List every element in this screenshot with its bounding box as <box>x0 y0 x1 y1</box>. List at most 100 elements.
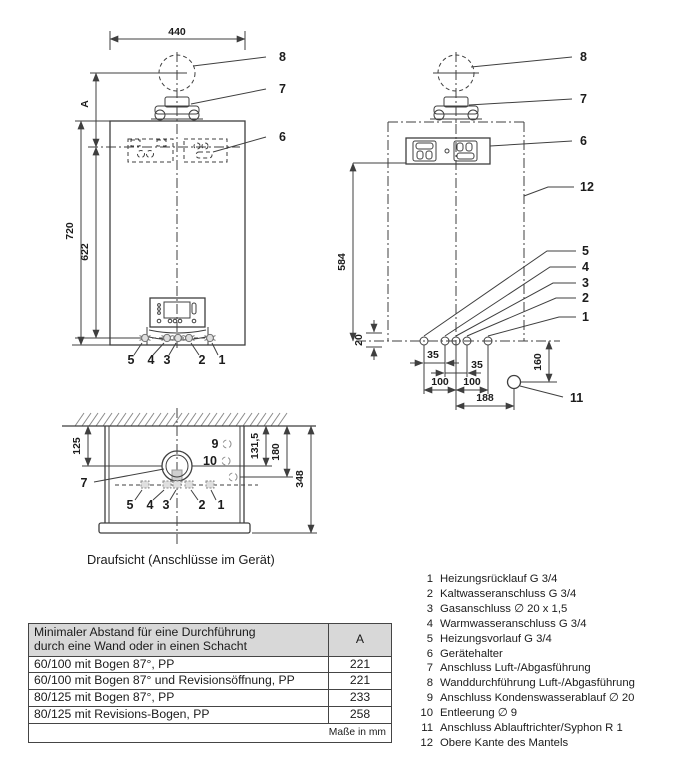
table-row: 60/100 mit Bogen 87° und Revisionsöffnun… <box>28 672 392 691</box>
table-header-a: A <box>328 623 392 657</box>
technical-drawing: 440 A 622 720 <box>62 26 594 545</box>
dim-100-right: 100 <box>455 376 489 394</box>
dim-720: 720 <box>64 120 85 346</box>
table-row: 60/100 mit Bogen 87°, PP 221 <box>28 655 392 674</box>
svg-text:35: 35 <box>471 359 483 371</box>
bracket-hidden <box>127 138 228 163</box>
svg-text:2: 2 <box>582 291 589 305</box>
top-bottom-callouts: 5 4 3 2 1 <box>127 489 225 512</box>
svg-text:5: 5 <box>128 353 135 367</box>
svg-text:100: 100 <box>431 376 449 388</box>
svg-text:A: A <box>79 100 91 108</box>
svg-text:180: 180 <box>270 443 282 461</box>
casing-top-outline <box>98 426 251 534</box>
svg-text:2: 2 <box>199 353 206 367</box>
svg-text:8: 8 <box>580 50 587 64</box>
dim-125: 125 <box>71 425 92 467</box>
table-footer-row: Maße in mm <box>28 722 392 743</box>
svg-text:100: 100 <box>463 376 481 388</box>
svg-text:125: 125 <box>71 437 83 455</box>
svg-text:584: 584 <box>336 253 348 271</box>
svg-text:440: 440 <box>168 26 186 38</box>
dim-348: 348 <box>252 425 317 534</box>
top-connection-stubs <box>140 480 215 489</box>
svg-text:4: 4 <box>147 498 154 512</box>
table-row: 80/125 mit Bogen 87°, PP 233 <box>28 689 392 707</box>
svg-text:10: 10 <box>203 454 217 468</box>
dim-100-left: 100 <box>423 376 457 394</box>
boiler-casing-front <box>109 120 246 346</box>
svg-text:2: 2 <box>199 498 206 512</box>
dim-188: 188 <box>455 392 515 410</box>
panel-slot <box>191 302 197 315</box>
svg-text:7: 7 <box>580 92 587 106</box>
svg-text:1: 1 <box>218 498 225 512</box>
front-right-callouts: 8 7 6 <box>190 50 286 153</box>
svg-text:188: 188 <box>476 392 494 404</box>
svg-text:35: 35 <box>427 349 439 361</box>
svg-text:3: 3 <box>163 498 170 512</box>
top-callout-7: 7 <box>81 468 165 490</box>
svg-text:7: 7 <box>81 476 88 490</box>
svg-text:6: 6 <box>580 134 587 148</box>
svg-text:4: 4 <box>582 260 589 274</box>
svg-text:1: 1 <box>219 353 226 367</box>
dim-35-left: 35 <box>410 349 459 367</box>
front-panel-edge <box>98 522 251 534</box>
casing-outline-hidden <box>387 121 525 341</box>
svg-text:8: 8 <box>279 50 286 64</box>
front-view: 440 A 622 720 <box>64 26 286 367</box>
dim-35-right: 35 <box>431 359 483 377</box>
syphon-connection: 11 <box>506 374 583 405</box>
conn-right-callouts: 8 7 6 12 <box>468 50 594 197</box>
dim-180: 180 <box>270 425 291 478</box>
dim-160: 160 <box>521 340 557 383</box>
dim-131-5: 131,5 <box>249 425 270 467</box>
table-header-label: Minimaler Abstand für eine Durchführung … <box>28 623 329 657</box>
svg-text:3: 3 <box>582 276 589 290</box>
wall-hatching <box>74 412 288 427</box>
top-view: 9 10 7 5 4 3 2 1 <box>62 408 317 545</box>
svg-text:1: 1 <box>582 310 589 324</box>
svg-text:11: 11 <box>570 391 583 405</box>
svg-text:3: 3 <box>164 353 171 367</box>
svg-text:5: 5 <box>127 498 134 512</box>
svg-text:160: 160 <box>532 353 544 371</box>
dim-584: 584 <box>336 162 357 342</box>
table-footer: Maße in mm <box>28 722 392 743</box>
svg-text:6: 6 <box>279 130 286 144</box>
svg-text:348: 348 <box>294 470 306 488</box>
top-view-caption: Draufsicht (Anschlüsse im Gerät) <box>87 552 275 567</box>
svg-text:5: 5 <box>582 244 589 258</box>
display <box>163 301 191 319</box>
clearance-table: Minimaler Abstand für eine Durchführung … <box>28 623 392 743</box>
dim-440: 440 <box>109 26 246 50</box>
front-bottom-callouts: 5 4 3 2 1 <box>128 342 226 367</box>
conn-callout-leaders: 5 4 3 2 1 <box>423 244 589 337</box>
svg-text:7: 7 <box>279 82 286 96</box>
svg-text:720: 720 <box>64 222 76 240</box>
svg-text:9: 9 <box>212 437 219 451</box>
svg-text:131,5: 131,5 <box>249 433 261 459</box>
svg-text:20: 20 <box>353 334 365 346</box>
table-row: 80/125 mit Revisions-Bogen, PP 258 <box>28 705 392 724</box>
bracket-plate <box>405 137 491 165</box>
connection-view: 584 20 5 4 3 2 <box>336 50 594 412</box>
svg-text:4: 4 <box>148 353 155 367</box>
dim-622: 622 <box>79 146 100 339</box>
condensate-drain-markers: 9 10 <box>203 437 232 468</box>
svg-text:12: 12 <box>580 180 594 194</box>
dim-a: A <box>79 72 100 148</box>
